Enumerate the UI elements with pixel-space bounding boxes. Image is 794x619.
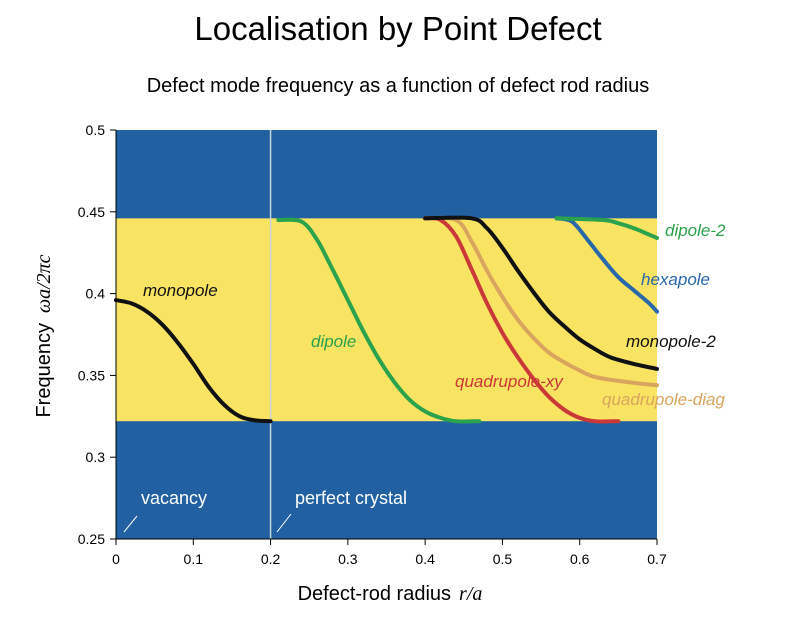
chart-subtitle: Defect mode frequency as a function of d… (147, 75, 650, 97)
curve-quadrupole-diag (423, 215, 659, 388)
y-axis-label: Frequency ωa/2πc (33, 254, 55, 417)
y-tick-label: 0.45 (78, 204, 105, 220)
curve-quadrupole-xy (423, 216, 621, 424)
perfect-crystal-pointer (276, 513, 292, 533)
chart-title: Localisation by Point Defect (194, 10, 601, 47)
x-tick-label: 0.2 (261, 551, 281, 567)
mode-curves (114, 215, 659, 424)
perfect-crystal-annotation: perfect crystal (295, 488, 407, 508)
quadrupole-xy-label: quadrupole-xy (455, 372, 564, 391)
y-axis-label-unit: ωa/2πc (33, 254, 55, 313)
vacancy-annotation: vacancy (141, 488, 207, 508)
x-tick-label: 0.3 (338, 551, 358, 567)
y-axis-ticks: 0.25 0.3 0.35 0.4 0.45 0.5 (78, 122, 116, 547)
plot-area (114, 130, 659, 540)
curve-monopole (114, 298, 273, 424)
dipole-2-label: dipole-2 (665, 221, 726, 240)
y-tick-label: 0.35 (78, 367, 105, 383)
x-tick-label: 0.6 (570, 551, 590, 567)
y-tick-label: 0.25 (78, 531, 105, 547)
x-tick-label: 0.1 (184, 551, 204, 567)
hexapole-label: hexapole (641, 270, 710, 289)
curve-hexapole (554, 216, 659, 314)
x-axis-label-text: Defect-rod radius (298, 583, 451, 605)
monopole-2-label: monopole-2 (626, 332, 716, 351)
x-axis-ticks: 0 0.1 0.2 0.3 0.4 0.5 0.6 0.7 (112, 539, 667, 567)
curve-monopole-2 (423, 215, 659, 371)
x-tick-label: 0.4 (415, 551, 435, 567)
x-axis-label-unit: /a (466, 583, 483, 605)
curve-dipole (276, 217, 482, 424)
y-tick-label: 0.5 (86, 122, 106, 138)
x-tick-label: 0.5 (493, 551, 513, 567)
y-axis-label-text: Frequency (33, 323, 55, 418)
x-axis-label-var: r (459, 583, 467, 605)
monopole-label: monopole (143, 281, 218, 300)
photonic-band-gap (116, 218, 657, 422)
y-tick-label: 0.3 (86, 449, 106, 465)
x-tick-label: 0 (112, 551, 120, 567)
quadrupole-diag-label: quadrupole-diag (602, 390, 725, 409)
x-tick-label: 0.7 (647, 551, 667, 567)
dipole-label: dipole (311, 332, 356, 351)
curve-dipole-2 (554, 216, 659, 240)
y-tick-label: 0.4 (86, 286, 106, 302)
x-axis-label: Defect-rod radius r/a (298, 583, 483, 605)
vacancy-pointer (123, 515, 138, 533)
